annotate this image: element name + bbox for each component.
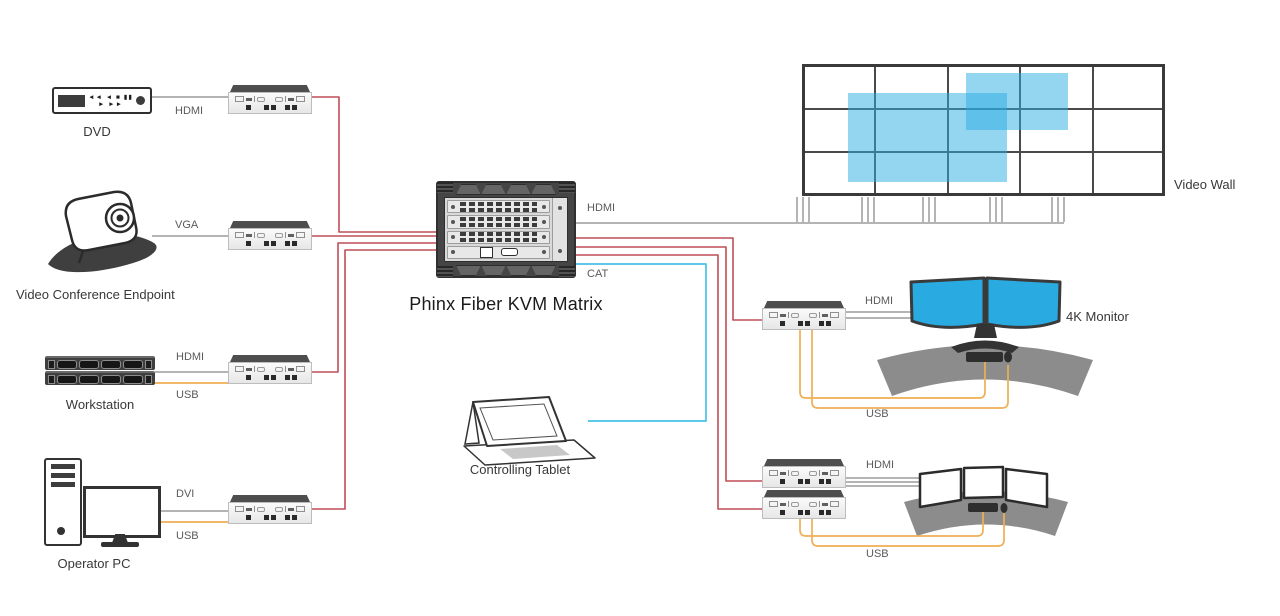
- dvd-display: [58, 94, 85, 107]
- cable-label-matrix-video: HDMI: [587, 202, 616, 214]
- monitor-stand: [974, 324, 997, 338]
- label-controlling-tablet: Controlling Tablet: [469, 462, 571, 477]
- 4k-monitor-icon: [909, 276, 1062, 329]
- cable-label-matrix-cat: CAT: [587, 268, 609, 280]
- cable-label-multi-video: HDMI: [866, 459, 895, 471]
- controlling-tablet-icon: [463, 396, 596, 466]
- cable-label-4k-video: HDMI: [865, 295, 894, 307]
- kvm-matrix-device: [436, 181, 576, 278]
- ethernet-port-icon: [479, 246, 493, 258]
- cable-label-op-usb: USB: [176, 530, 199, 542]
- video-wall-icon: [802, 64, 1165, 196]
- label-dvd: DVD: [83, 124, 111, 139]
- cable-label-4k-usb: USB: [866, 408, 889, 420]
- video-cables: [148, 96, 1064, 512]
- extender-multi-display-2: [762, 490, 846, 519]
- cable-label-ws-usb: USB: [176, 389, 199, 401]
- cable-label-multi-usb: USB: [866, 548, 889, 560]
- cable-label-op-video: DVI: [176, 488, 195, 500]
- video-wall-window-2: [966, 73, 1068, 130]
- multi-display-icon: [918, 465, 1049, 509]
- usb-cables: [155, 330, 1009, 547]
- extender-4k-monitor: [762, 301, 846, 330]
- label-workstation: Workstation: [65, 397, 135, 412]
- video-conference-camera-icon: [48, 190, 157, 273]
- fiber-cables: [312, 96, 762, 510]
- dvd-eject-button-icon: [136, 96, 145, 105]
- pc-monitor-base: [101, 542, 139, 547]
- label-matrix-title: Phinx Fiber KVM Matrix: [409, 294, 603, 314]
- extender-operator-pc: [228, 495, 312, 524]
- label-4k-monitor: 4K Monitor: [1066, 309, 1129, 324]
- extender-multi-display-1: [762, 459, 846, 488]
- extender-workstation: [228, 355, 312, 384]
- monitor-stand-base: [951, 340, 1019, 353]
- label-video-wall: Video Wall: [1174, 177, 1236, 192]
- serial-port-icon: [500, 248, 518, 257]
- video-wall-legs: [796, 197, 1065, 222]
- extender-video-conference: [228, 221, 312, 250]
- cable-label-vce-video: VGA: [175, 219, 199, 231]
- keyboard-mouse-icons: [966, 351, 1012, 513]
- dvd-player-icon: [52, 87, 152, 114]
- pc-monitor-stand: [112, 534, 128, 543]
- cat-cable: [576, 263, 707, 422]
- chassis-vents-top: [456, 184, 556, 195]
- label-operator-pc: Operator PC: [57, 556, 131, 571]
- chassis-vents-bottom: [456, 265, 556, 276]
- cable-label-dvd-video: HDMI: [175, 105, 204, 117]
- transport-controls-icon: [85, 93, 136, 108]
- matrix-io-cards: [445, 198, 552, 261]
- workstation-icon: [45, 356, 155, 386]
- pc-tower-icon: [44, 458, 82, 546]
- extender-dvd: [228, 85, 312, 114]
- label-video-conference: Video Conference Endpoint: [16, 287, 175, 302]
- pc-monitor-icon: [83, 486, 161, 538]
- cable-label-ws-video: HDMI: [176, 351, 205, 363]
